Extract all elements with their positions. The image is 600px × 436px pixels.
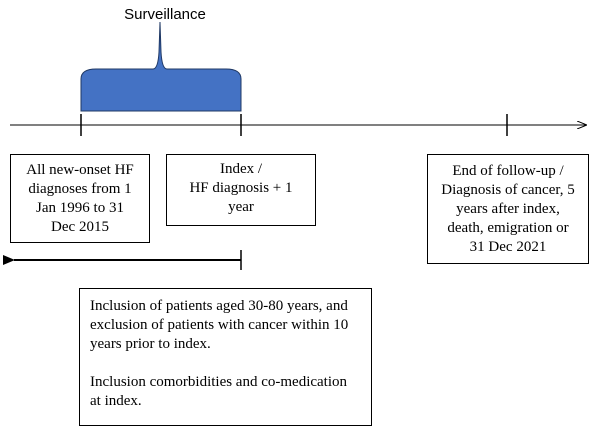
comorbidities-paragraph: Inclusion comorbidities and co-medicatio… [90,374,348,409]
index-box: Index / HF diagnosis + 1 year [166,154,316,226]
end-line: Diagnosis of cancer, 5 [441,181,575,198]
hf-line: diagnoses from 1 [28,180,132,197]
index-line: year [228,199,254,215]
end-line: years after index, [456,200,560,217]
hf-line: Dec 2015 [51,218,109,235]
hf-line: All new-onset HF [26,161,134,178]
end-line: death, emigration or [447,219,569,236]
surveillance-bracket [80,21,242,112]
surveillance-label: Surveillance [124,6,206,23]
end-follow-up-box: End of follow-up / Diagnosis of cancer, … [427,154,589,264]
hf-diagnoses-box: All new-onset HF diagnoses from 1 Jan 19… [10,154,150,243]
index-line: Index / [219,161,263,177]
inclusion-criteria-box: Inclusion of patients aged 30-80 years, … [79,288,372,426]
inclusion-paragraph: Inclusion of patients aged 30-80 years, … [90,298,349,352]
hf-line: Jan 1996 to 31 [36,199,124,216]
end-line: End of follow-up / [452,162,564,179]
index-line: HF diagnosis + 1 [189,180,293,196]
end-line: 31 Dec 2021 [469,238,547,255]
